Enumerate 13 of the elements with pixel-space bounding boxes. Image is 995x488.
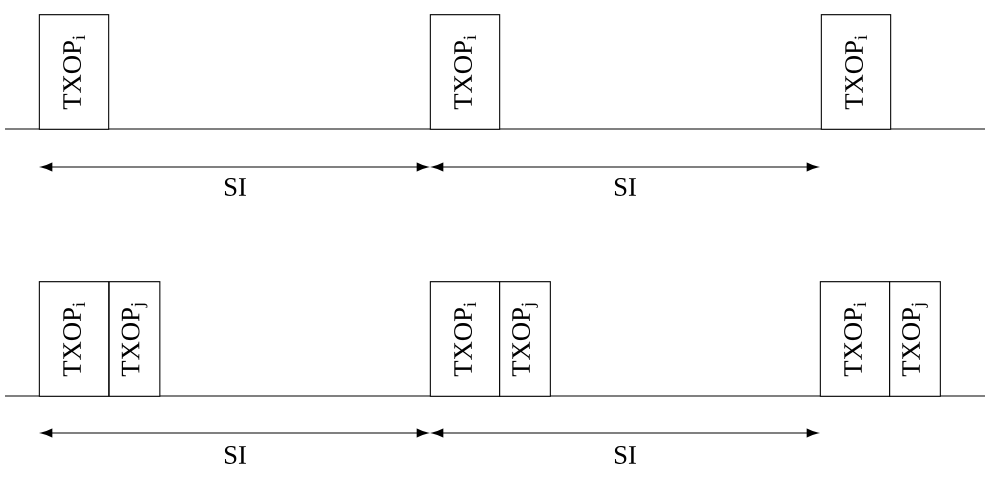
txop-box: TXOP$_{j}$	[889, 281, 941, 397]
txop-box: TXOP$_{j}$	[499, 281, 551, 397]
txop-box: TXOP$_{i}$	[820, 281, 890, 397]
interval-label: SI	[614, 178, 636, 196]
interval-label: SI	[224, 178, 246, 196]
txop-box: TXOP$_{i}$	[38, 14, 110, 130]
txop-box: TXOP$_{i}$	[38, 281, 110, 397]
interval-label: SI	[224, 446, 246, 464]
txop-box: TXOP$_{i}$	[820, 14, 892, 130]
txop-box: TXOP$_{i}$	[430, 14, 500, 130]
interval-label: SI	[614, 446, 636, 464]
txop-box: TXOP$_{i}$	[430, 281, 500, 397]
txop-box: TXOP$_{j}$	[108, 281, 160, 397]
